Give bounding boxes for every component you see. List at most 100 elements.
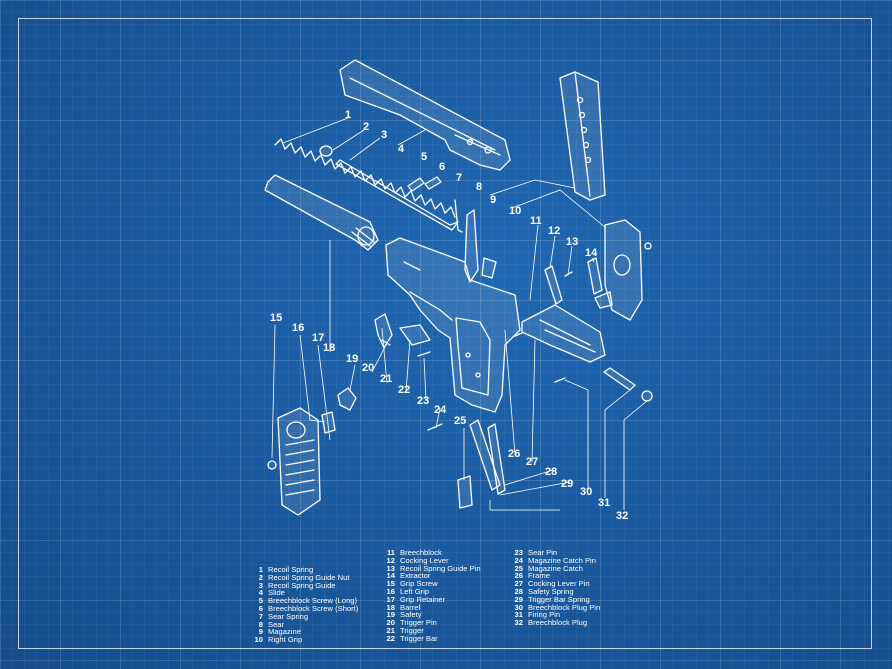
frame-part [385, 237, 521, 413]
cocking-lever-pin-part [514, 332, 523, 337]
magazine-part [559, 71, 606, 201]
callout-29: 29 [561, 478, 573, 490]
callout-15: 15 [270, 312, 282, 324]
safety-part [337, 387, 357, 411]
callout-25: 25 [454, 415, 466, 427]
callout-17: 17 [312, 332, 324, 344]
callout-31: 31 [598, 497, 610, 509]
callout-27: 27 [526, 456, 538, 468]
recoil-spring-guide-nut-part [319, 145, 333, 157]
callout-12: 12 [548, 225, 560, 237]
callout-6: 6 [439, 161, 445, 173]
callout-7: 7 [456, 172, 462, 184]
callout-19: 19 [346, 353, 358, 365]
sear-part [464, 209, 497, 283]
callout-32: 32 [616, 510, 628, 522]
callout-3: 3 [381, 129, 387, 141]
callout-9: 9 [490, 194, 496, 206]
right-grip-part [604, 219, 652, 321]
trigger-part [374, 313, 393, 349]
extractor-part [587, 257, 603, 295]
breechblock-screws-part [407, 176, 442, 192]
callout-5: 5 [421, 151, 427, 163]
firing-pin-part [603, 367, 636, 391]
magazine-catch-pin-part [427, 423, 443, 431]
breechblock-plug-part [641, 390, 653, 402]
grip-retainer-part [321, 411, 336, 434]
sear-pin-part [417, 351, 431, 357]
breechblock-part [521, 291, 613, 363]
callout-18: 18 [323, 342, 335, 354]
callout-14: 14 [585, 247, 598, 259]
barrel-part [264, 174, 379, 251]
callout-23: 23 [417, 395, 429, 407]
trigger-bar-spring-part [487, 423, 506, 495]
callout-11: 11 [530, 215, 542, 227]
callout-16: 16 [292, 322, 304, 334]
breechblock-plug-pin-part [554, 377, 566, 383]
callout-24: 24 [434, 404, 447, 416]
callout-1: 1 [345, 109, 351, 121]
callout-10: 10 [509, 205, 521, 217]
slide-part [339, 59, 511, 171]
grip-screw-part [267, 460, 277, 470]
callout-13: 13 [566, 236, 578, 248]
callout-4: 4 [398, 143, 405, 155]
callout-labels: 1 2 3 4 5 6 7 8 9 10 11 12 13 14 15 16 1… [270, 109, 628, 522]
callout-21: 21 [380, 373, 392, 385]
blueprint-border [18, 18, 872, 649]
sear-spring-part [454, 199, 463, 233]
callout-20: 20 [362, 362, 374, 374]
cocking-lever-part [544, 265, 563, 305]
safety-spring-part [469, 419, 501, 491]
magazine-catch-part [457, 475, 473, 509]
trigger-bar-part [399, 324, 431, 346]
callout-30: 30 [580, 486, 592, 498]
leader-lines [271, 117, 649, 511]
recoil-spring-guide-part [335, 159, 459, 231]
callout-2: 2 [363, 121, 369, 133]
callout-26: 26 [508, 448, 520, 460]
callout-28: 28 [545, 466, 557, 478]
callout-22: 22 [398, 384, 410, 396]
left-grip-part [277, 407, 321, 516]
callout-8: 8 [476, 181, 482, 193]
